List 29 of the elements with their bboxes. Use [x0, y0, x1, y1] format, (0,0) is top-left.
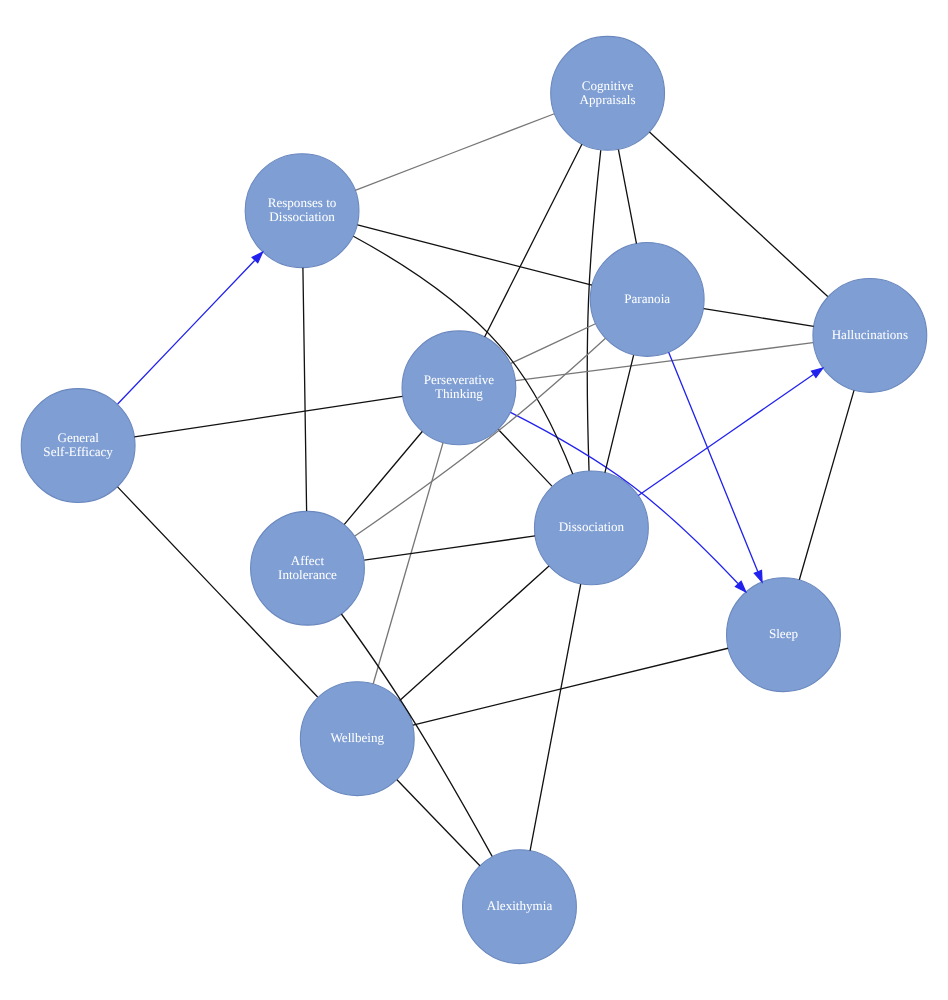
- connector: [354, 337, 607, 537]
- connector: [515, 342, 814, 382]
- connector: [648, 131, 829, 298]
- connector: [483, 143, 583, 338]
- connector: [356, 224, 593, 286]
- connector: [586, 149, 602, 472]
- connector: [798, 389, 855, 581]
- connector: [116, 486, 319, 698]
- connector: [343, 430, 423, 525]
- connector: [399, 565, 550, 702]
- connector: [396, 779, 481, 867]
- connector: [133, 395, 403, 438]
- arrow: [668, 351, 763, 584]
- connector: [354, 113, 556, 191]
- connector: [529, 583, 582, 852]
- connector: [617, 148, 638, 245]
- connector: [604, 354, 635, 474]
- connector: [372, 441, 444, 685]
- connector: [703, 307, 815, 328]
- connector: [352, 235, 574, 475]
- connector: [302, 267, 308, 512]
- connector: [363, 535, 536, 561]
- arrow: [637, 366, 825, 497]
- arrow: [509, 411, 748, 594]
- connector: [510, 323, 597, 365]
- arrow: [117, 250, 264, 405]
- connector: [340, 613, 493, 857]
- connector: [497, 428, 553, 487]
- connector: [412, 647, 729, 726]
